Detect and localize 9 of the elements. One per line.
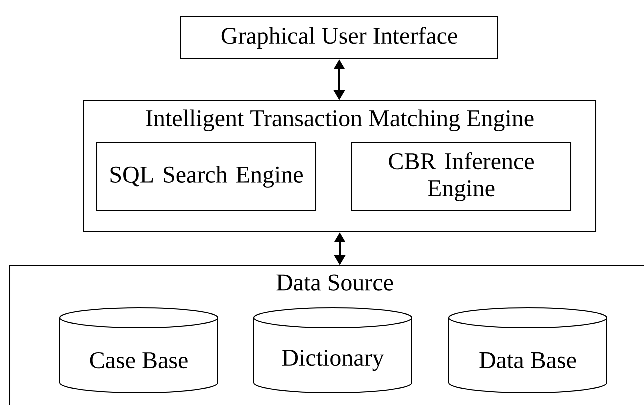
database-cylinder: Dictionary xyxy=(254,308,412,394)
node-label: Case Base xyxy=(90,352,188,369)
module-box: SQL Search Engine xyxy=(96,142,316,212)
database-cylinder: Data Base xyxy=(448,308,608,394)
process-box: Graphical User Interface xyxy=(180,16,498,60)
module-box: CBR Inference Engine xyxy=(352,142,572,212)
node-label: Dictionary xyxy=(282,350,384,372)
database-cylinder: Case Base xyxy=(60,308,218,394)
node-label: Data Base xyxy=(480,352,576,368)
